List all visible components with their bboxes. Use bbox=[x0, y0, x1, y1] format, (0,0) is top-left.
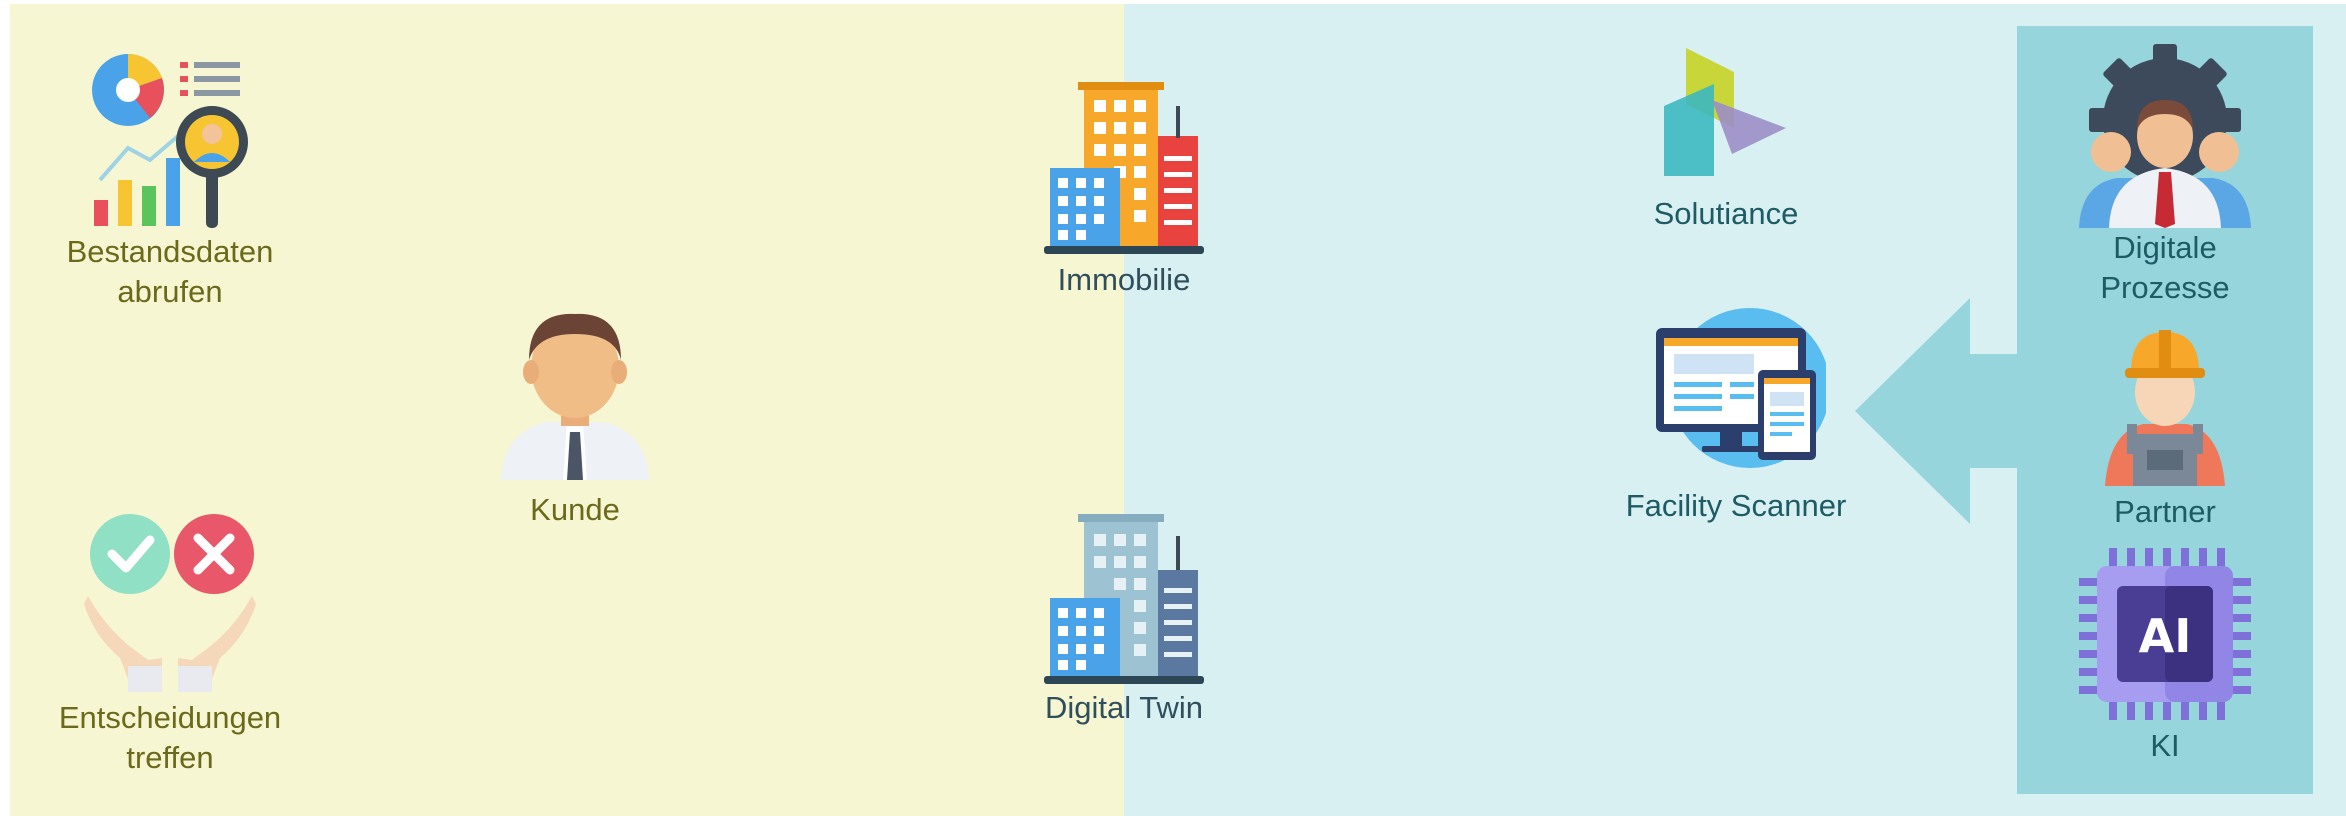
customer-avatar-icon bbox=[501, 313, 649, 480]
partner-label: Partner bbox=[2114, 494, 2216, 529]
entscheidungen-label: Entscheidungen treffen bbox=[58, 700, 282, 775]
ki-label: KI bbox=[2150, 728, 2180, 763]
ai-chip-icon: AI bbox=[2079, 548, 2251, 720]
facility-scanner-label: Facility Scanner bbox=[1625, 488, 1847, 523]
solutiance-label: Solutiance bbox=[1653, 196, 1799, 231]
digital-twin-node: Digital Twin bbox=[1014, 514, 1234, 728]
ai-chip-text: AI bbox=[2139, 609, 2192, 663]
digitale-prozesse-label: Digitale Prozesse bbox=[2100, 230, 2230, 305]
digital-twin-building-icon bbox=[1044, 514, 1204, 684]
facility-scanner-icon bbox=[1656, 308, 1826, 468]
immobilie-node: Immobilie bbox=[1014, 80, 1234, 300]
worker-icon bbox=[2105, 330, 2225, 486]
building-icon bbox=[1044, 82, 1204, 254]
digital-twin-label: Digital Twin bbox=[1045, 690, 1203, 725]
solutiance-logo bbox=[1664, 48, 1786, 176]
solutiance-node: Solutiance bbox=[1616, 44, 1836, 234]
ki-node: AI KI bbox=[2045, 548, 2285, 766]
partner-node: Partner bbox=[2045, 326, 2285, 532]
bestandsdaten-label: Bestandsdaten abrufen bbox=[66, 234, 274, 309]
kunde-label: Kunde bbox=[530, 492, 620, 527]
team-gear-icon bbox=[2079, 44, 2251, 228]
decision-hands-icon bbox=[84, 514, 256, 692]
entscheidungen-node: Entscheidungen treffen bbox=[20, 508, 320, 778]
facility-scanner-node: Facility Scanner bbox=[1606, 308, 1866, 526]
digitale-prozesse-node: Digitale Prozesse bbox=[2045, 44, 2285, 308]
bestandsdaten-node: Bestandsdaten abrufen bbox=[20, 40, 320, 312]
kunde-node: Kunde bbox=[445, 304, 705, 530]
immobilie-label: Immobilie bbox=[1057, 262, 1191, 297]
analytics-icon bbox=[92, 53, 248, 228]
left-arrow-shape bbox=[1855, 298, 2025, 524]
